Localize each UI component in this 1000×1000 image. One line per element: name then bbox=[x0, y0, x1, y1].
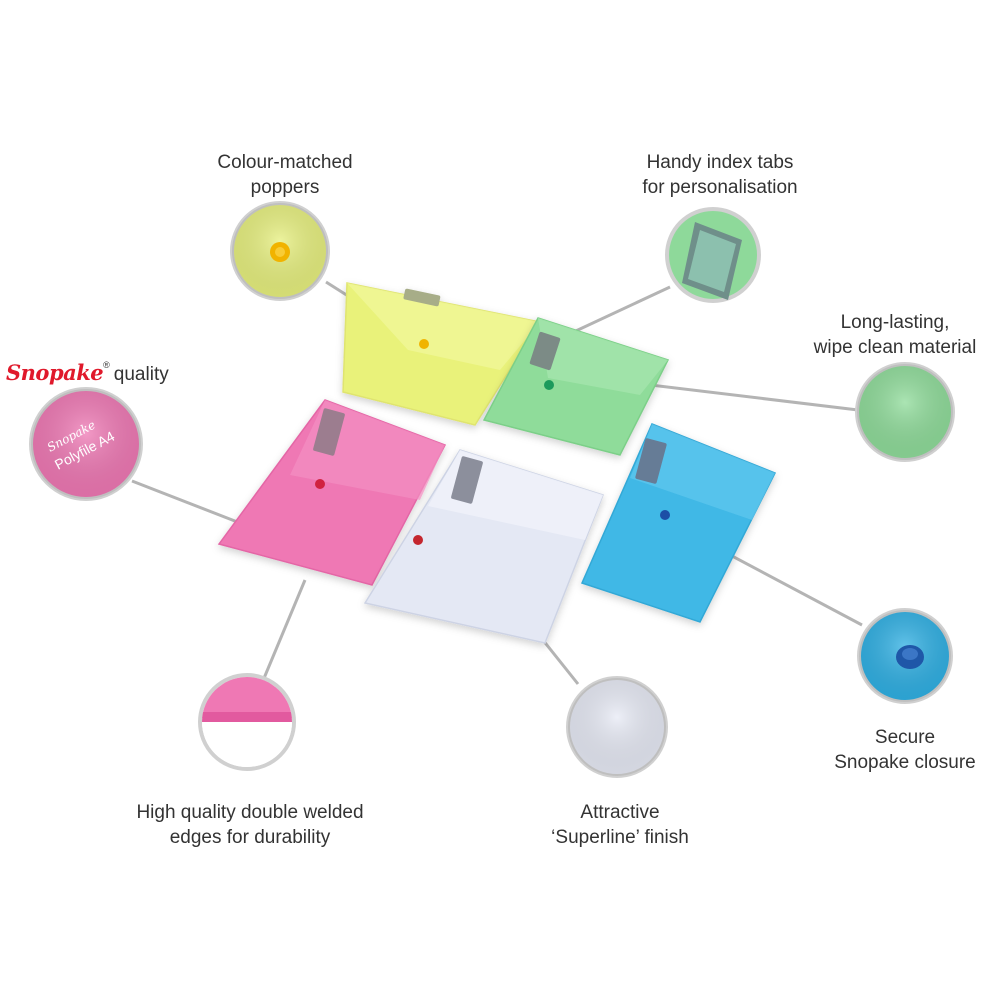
caption-finish-line1: Attractive bbox=[580, 802, 660, 823]
caption-poppers: Colour-matched poppers bbox=[170, 150, 400, 200]
caption-index-tabs-line1: Handy index tabs bbox=[646, 152, 794, 173]
caption-edges-line2: edges for durability bbox=[169, 827, 331, 848]
material-swatch-icon bbox=[855, 362, 955, 462]
brand-quality-label: Snopake®quality bbox=[6, 360, 169, 386]
folder-green bbox=[482, 317, 670, 456]
caption-poppers-line2: poppers bbox=[250, 177, 320, 198]
caption-poppers-line1: Colour-matched bbox=[217, 152, 353, 173]
folder-clear bbox=[363, 449, 604, 644]
brand-suffix: quality bbox=[113, 364, 169, 385]
snopake-logo: Snopake bbox=[6, 360, 104, 385]
closure-icon bbox=[857, 608, 953, 704]
caption-material-line2: wipe clean material bbox=[813, 337, 977, 358]
index-tab-icon bbox=[665, 207, 761, 303]
caption-finish-line2: ‘Superline’ finish bbox=[551, 827, 689, 848]
caption-index-tabs-line2: for personalisation bbox=[642, 177, 798, 198]
caption-closure: Secure Snopake closure bbox=[815, 725, 995, 775]
finish-swatch-icon bbox=[566, 676, 668, 778]
caption-material: Long-lasting, wipe clean material bbox=[800, 310, 990, 360]
registered-mark: ® bbox=[103, 360, 110, 370]
folder-yellow bbox=[342, 282, 542, 426]
popper-icon bbox=[230, 201, 330, 301]
caption-closure-line2: Snopake closure bbox=[834, 752, 976, 773]
caption-finish: Attractive ‘Superline’ finish bbox=[500, 800, 740, 850]
caption-index-tabs: Handy index tabs for personalisation bbox=[600, 150, 840, 200]
caption-closure-line1: Secure bbox=[874, 727, 936, 748]
folder-blue bbox=[580, 423, 777, 623]
folder-pink bbox=[217, 399, 447, 586]
weld-edge-icon bbox=[198, 673, 296, 771]
brand-label-icon: Snopake Polyfile A4 bbox=[29, 387, 143, 501]
caption-edges-line1: High quality double welded bbox=[136, 802, 364, 823]
caption-edges: High quality double welded edges for dur… bbox=[100, 800, 400, 850]
caption-material-line1: Long-lasting, bbox=[840, 312, 950, 333]
